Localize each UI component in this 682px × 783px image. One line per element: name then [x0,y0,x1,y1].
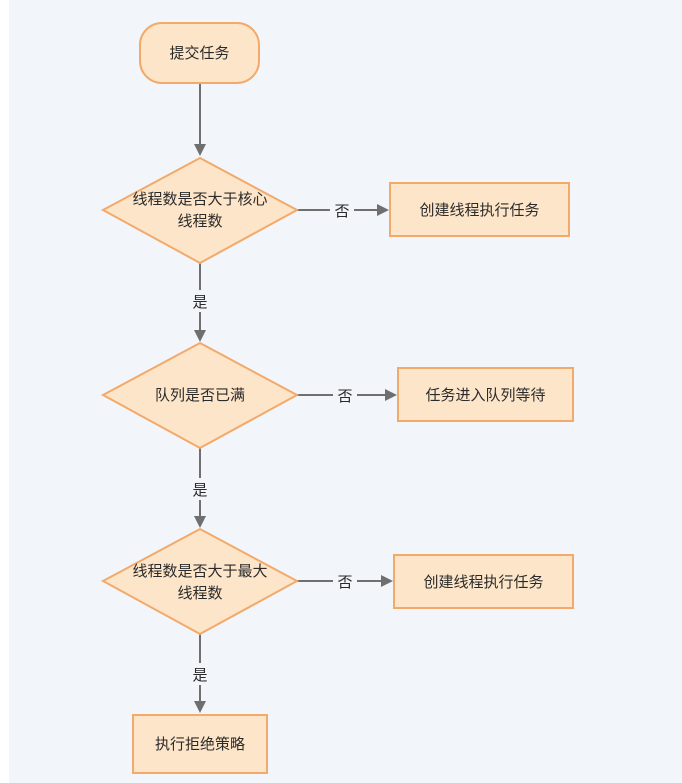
edge-start-to-core-decision [194,83,206,156]
decision-queue-full: 队列是否已满 [100,341,300,450]
edge-label-no-2: 否 [337,387,352,405]
decision-max-threads: 线程数是否大于最大 线程数 [100,527,300,636]
edge-core-yes: 是 [188,263,212,342]
process-enqueue-task-label: 任务进入队列等待 [425,386,545,404]
edge-label-yes-1: 是 [192,293,207,311]
process-create-thread-1: 创建线程执行任务 [389,182,570,237]
edge-label-no-1: 否 [334,202,349,220]
edge-queue-yes: 是 [188,448,212,528]
edge-queue-no: 否 [297,384,397,406]
start-node-label: 提交任务 [169,44,229,62]
decision-queue-full-label: 队列是否已满 [155,386,245,404]
process-create-thread-1-label: 创建线程执行任务 [419,201,539,219]
decision-max-threads-line1: 线程数是否大于最大 [132,562,267,580]
process-reject-policy: 执行拒绝策略 [132,714,268,774]
decision-core-threads: 线程数是否大于核心 线程数 [100,156,300,265]
start-node: 提交任务 [139,22,260,84]
process-create-thread-2-label: 创建线程执行任务 [423,573,543,591]
edge-max-yes: 是 [188,634,212,713]
decision-core-threads-line1: 线程数是否大于核心 [132,190,267,208]
edge-label-yes-2: 是 [192,481,207,499]
edge-max-no: 否 [297,570,393,592]
edge-label-no-3: 否 [337,573,352,591]
process-create-thread-2: 创建线程执行任务 [393,554,574,609]
edge-core-no: 否 [297,199,389,221]
decision-max-threads-line2: 线程数 [177,584,222,602]
process-reject-policy-label: 执行拒绝策略 [155,735,245,753]
process-enqueue-task: 任务进入队列等待 [397,367,574,422]
decision-core-threads-line2: 线程数 [177,212,222,230]
edge-label-yes-3: 是 [192,666,207,684]
